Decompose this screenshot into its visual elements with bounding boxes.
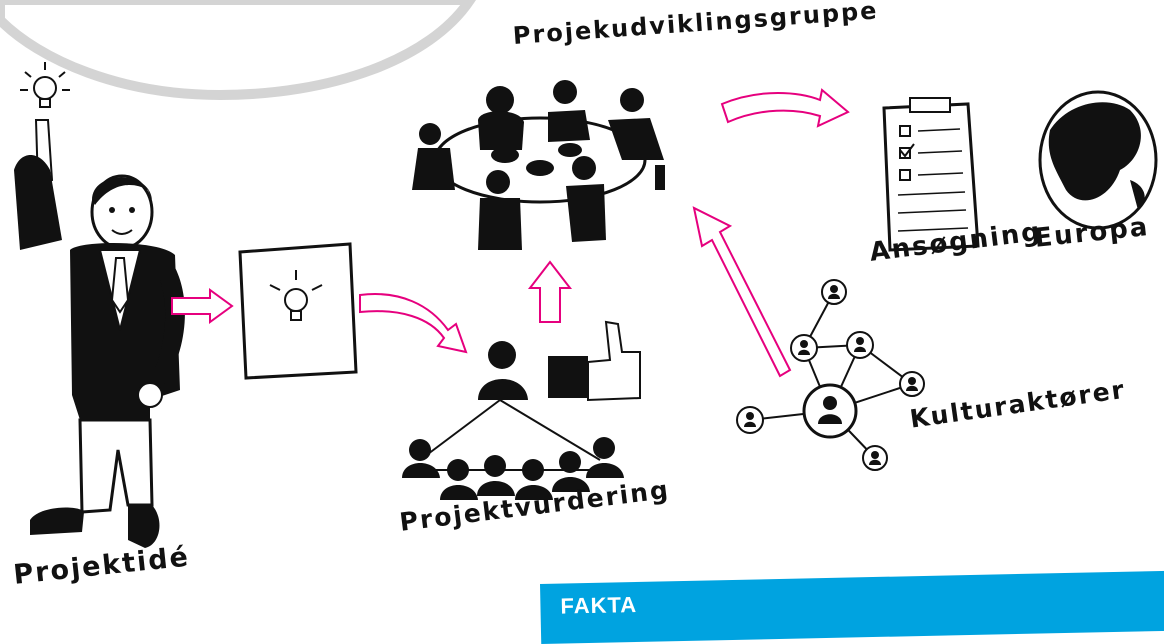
man-with-idea-figure bbox=[14, 119, 185, 548]
idea-paper-icon bbox=[238, 242, 358, 380]
assessment-group-icon bbox=[402, 341, 624, 500]
thumbs-up-icon bbox=[548, 320, 641, 402]
meeting-group-icon bbox=[412, 80, 665, 250]
arrow-assessment-to-group bbox=[527, 260, 573, 323]
arrow-idea-to-paper bbox=[171, 288, 234, 324]
fakta-banner: FAKTA bbox=[540, 570, 1164, 644]
flow-arrows bbox=[171, 88, 850, 378]
diagram-canvas bbox=[0, 0, 1158, 548]
speech-bubble bbox=[0, 0, 477, 101]
arrow-group-to-application bbox=[720, 88, 850, 128]
fakta-label: FAKTA bbox=[560, 591, 638, 619]
europe-globe-icon bbox=[1038, 90, 1158, 230]
lightbulb-icon bbox=[20, 62, 70, 108]
arrow-paper-to-assessment bbox=[359, 293, 468, 354]
application-clipboard-icon bbox=[882, 97, 980, 252]
culture-actors-network-icon bbox=[736, 279, 925, 471]
arrow-actors-to-group bbox=[692, 206, 792, 378]
